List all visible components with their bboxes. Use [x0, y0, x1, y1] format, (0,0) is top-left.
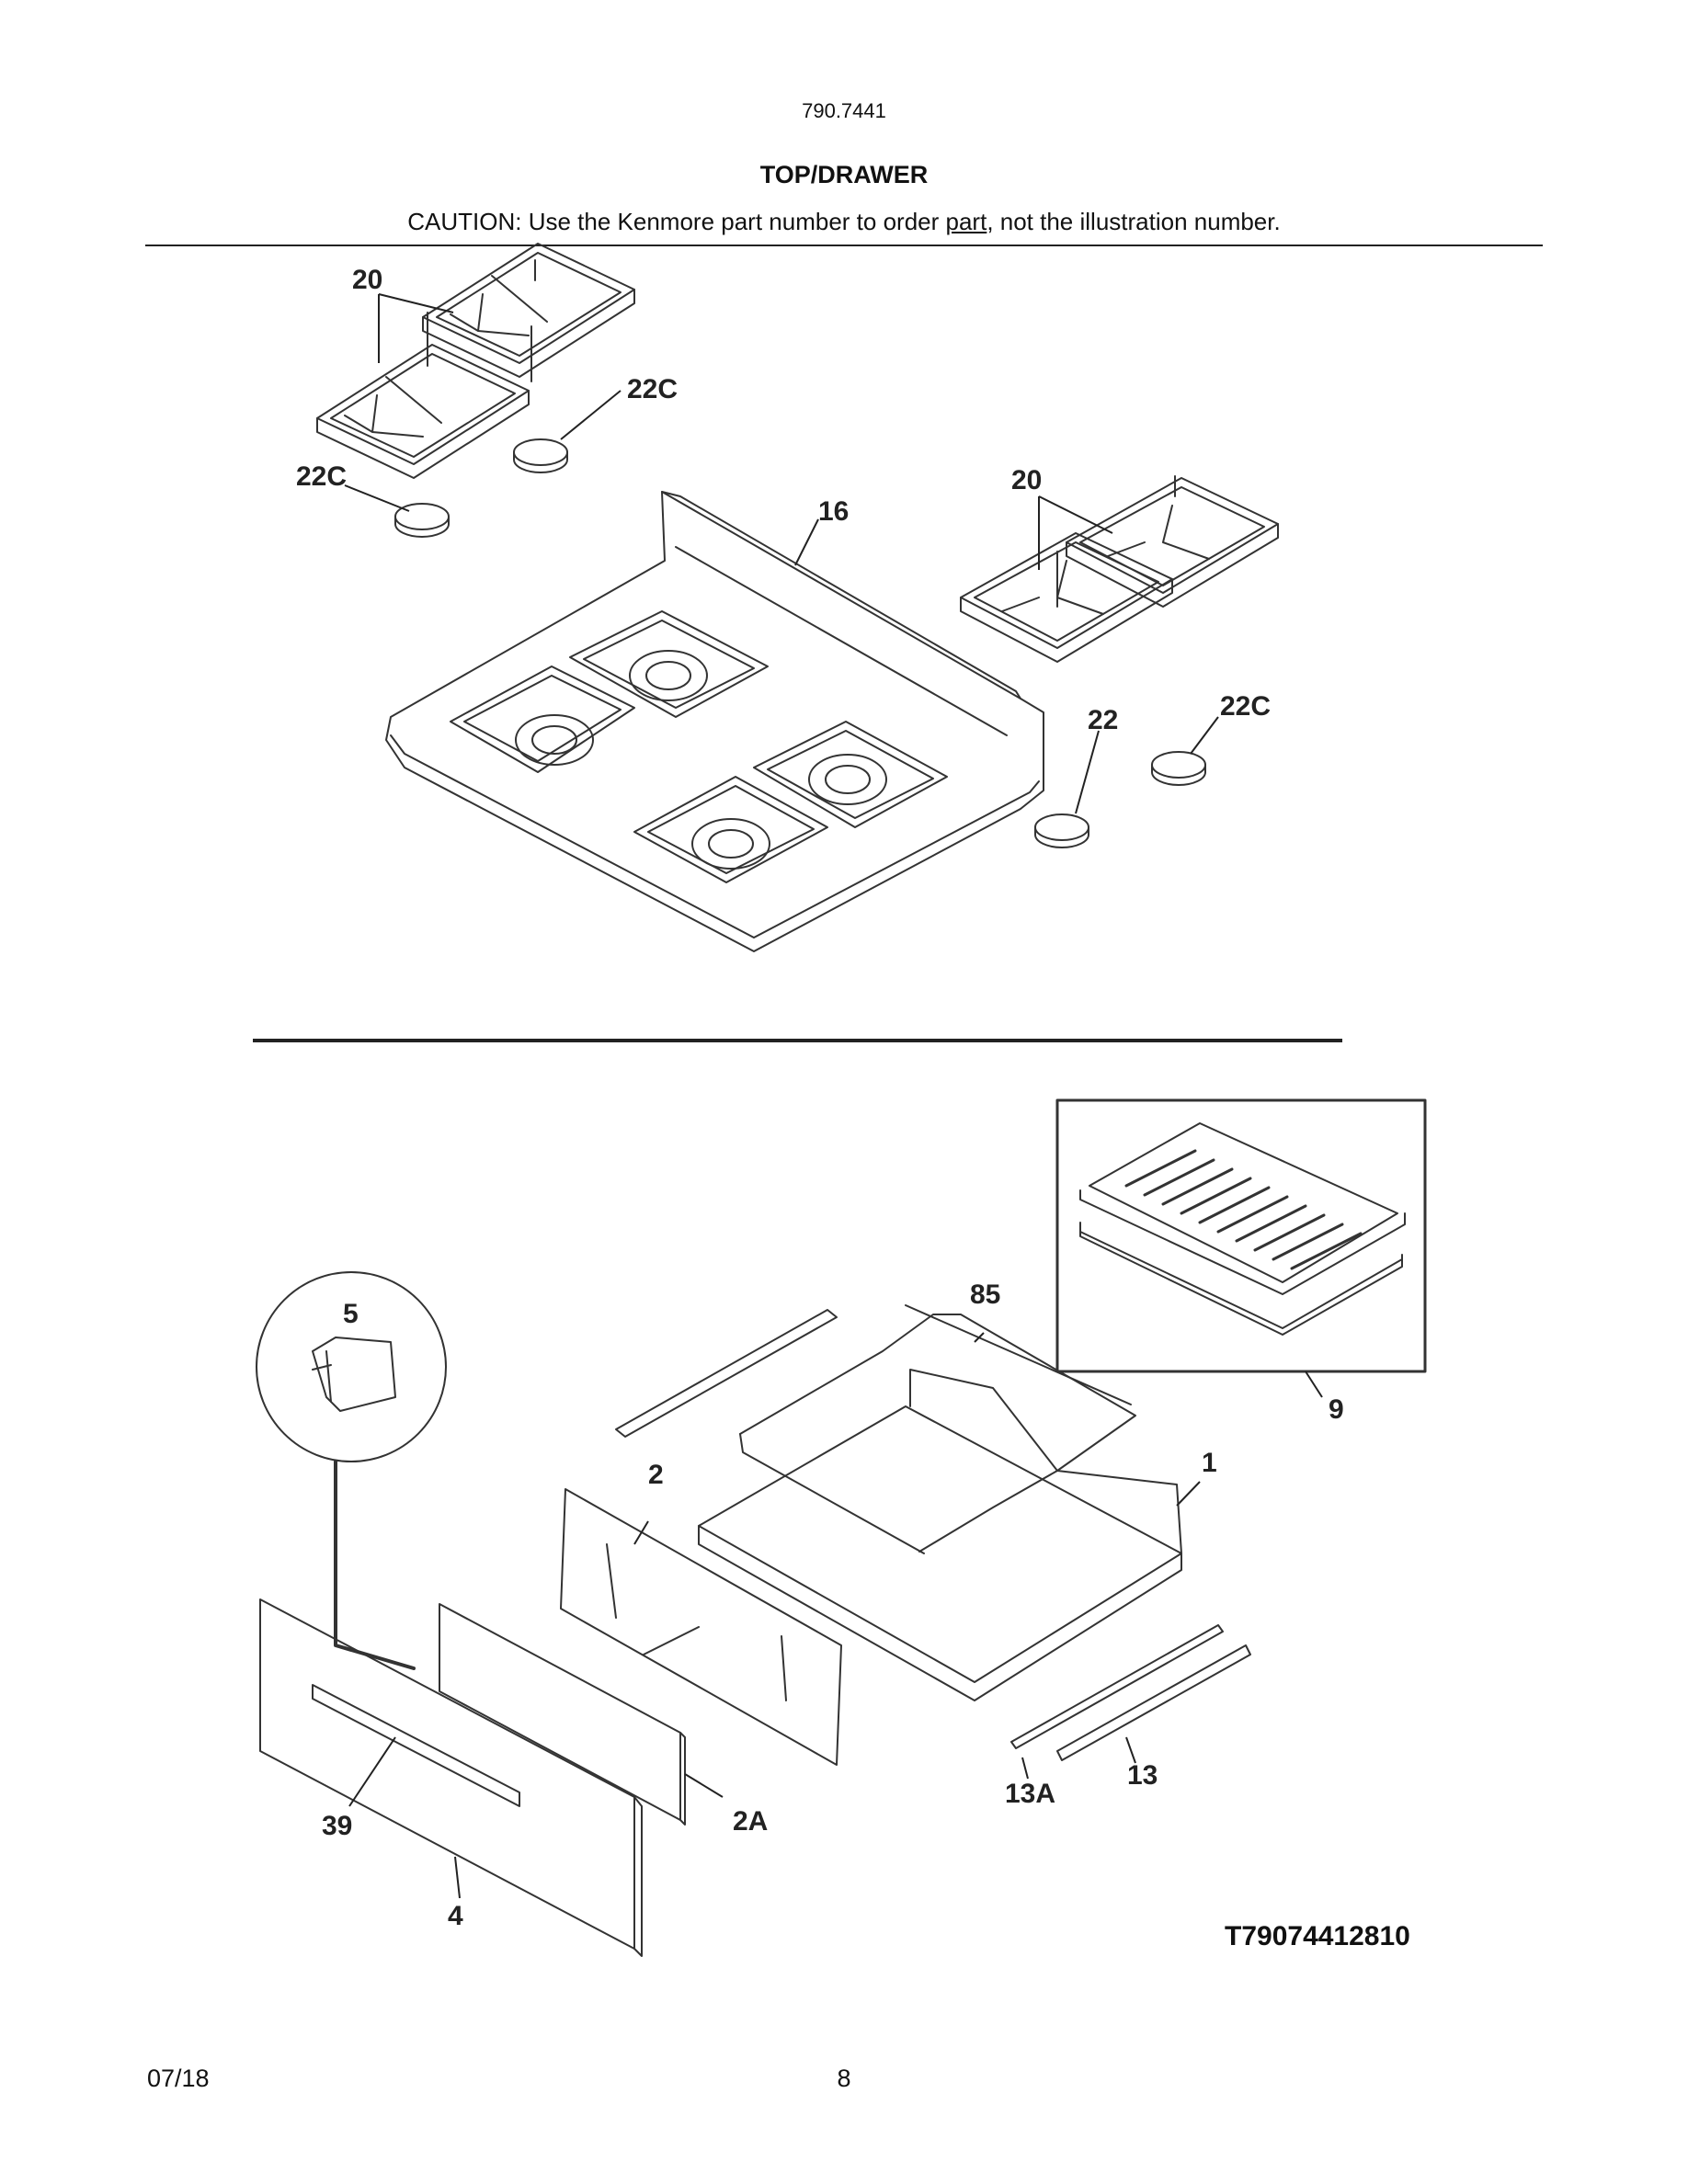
broiler-pan-icon [1079, 1122, 1406, 1336]
knob-detail-circle [256, 1271, 447, 1462]
drawer-body-icon [698, 1369, 1182, 1701]
callout-cap-left-lower: 22C [296, 461, 348, 492]
caution-text-end: , not the illustration number. [987, 208, 1281, 235]
burner-cap-right-icon [1151, 751, 1206, 786]
broiler-slots-icon [1124, 1149, 1363, 1270]
callout-drawer-body: 1 [1202, 1448, 1217, 1478]
callout-rack: 85 [970, 1280, 1001, 1310]
caution-note: CAUTION: Use the Kenmore part number to … [0, 208, 1688, 236]
caution-part-word: part [945, 208, 987, 235]
drawer-back-panel-icon [560, 1488, 842, 1766]
callout-cap-right: 22C [1220, 691, 1272, 722]
callout-back-panel: 2 [648, 1460, 664, 1490]
rail-left-icon [615, 1309, 838, 1438]
grate-left-icon [316, 243, 635, 479]
callout-rail-13: 13 [1127, 1760, 1158, 1791]
header-rule [145, 245, 1543, 246]
callout-cap-left-upper: 22C [627, 374, 679, 404]
section-divider [253, 1039, 1342, 1042]
callout-handle: 39 [322, 1811, 353, 1841]
model-number: 790.7441 [802, 99, 886, 122]
drawer-liner-icon [439, 1603, 686, 1826]
burner-cap-left-lower-icon [394, 503, 450, 538]
handle-icon [312, 1684, 520, 1807]
knob-icon [312, 1337, 396, 1412]
rack-85-icon [739, 1304, 1136, 1554]
callout-rail-13a: 13A [1005, 1779, 1056, 1809]
cooktop-icon [385, 491, 1044, 952]
rail-13-icon [1056, 1644, 1251, 1761]
rail-13a-icon [1010, 1624, 1224, 1749]
grate-right-icon [960, 475, 1279, 663]
callout-drawer-front: 4 [448, 1901, 463, 1931]
callout-grate-left: 20 [352, 265, 383, 295]
section-title: TOP/DRAWER [759, 161, 929, 188]
broiler-inset-frame [1055, 1098, 1427, 1373]
illustration-code: T79074412810 [1225, 1921, 1410, 1951]
callout-liner: 2A [733, 1806, 769, 1837]
drawer-front-icon [259, 1598, 643, 1957]
callout-knob: 5 [343, 1299, 359, 1329]
knob-leader-line [334, 1460, 416, 1670]
page-number: 8 [837, 2065, 851, 2092]
callout-broiler-pan: 9 [1329, 1394, 1344, 1425]
caution-text-start: CAUTION: Use the Kenmore part number to … [407, 208, 946, 235]
callout-cap-22: 22 [1088, 705, 1119, 735]
burner-cap-left-upper-icon [513, 438, 568, 473]
footer-date: 07/18 [147, 2065, 210, 2092]
burner-cap-22-icon [1034, 813, 1089, 848]
callout-cooktop: 16 [818, 496, 850, 527]
callout-grate-right: 20 [1011, 465, 1043, 495]
callout-leaders [344, 293, 1323, 1899]
